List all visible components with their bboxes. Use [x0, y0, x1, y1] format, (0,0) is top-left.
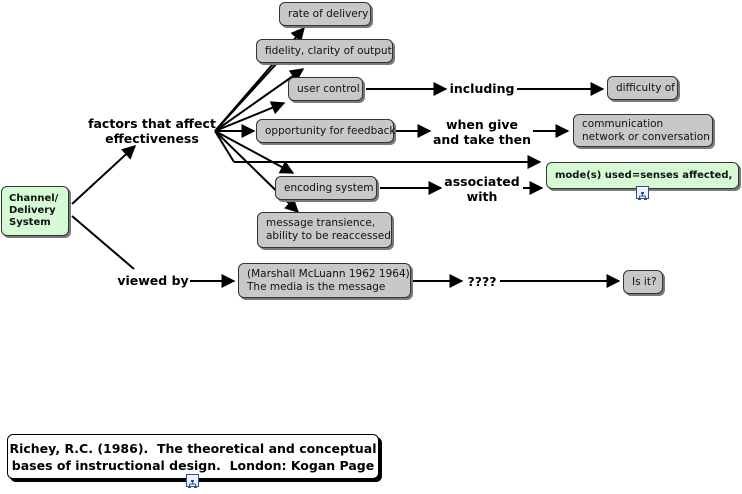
concept-encoding-system[interactable]: encoding system [275, 176, 377, 200]
link-factors-encoding [214, 130, 295, 174]
reference-citation[interactable]: Richey, R.C. (1986). The theoretical and… [7, 434, 379, 479]
concept-communication-network[interactable]: communication network or conversation [573, 114, 713, 147]
link-label-question-marks: ???? [467, 274, 497, 289]
concept-opportunity-feedback[interactable]: opportunity for feedback [256, 119, 396, 143]
link-factors-usercontrol-2 [214, 101, 286, 132]
link-channel-factors [71, 145, 137, 205]
hierarchy-icon [188, 480, 197, 488]
link-label-when-give: when give and take then [432, 117, 532, 147]
link-label-viewed-by: viewed by [117, 273, 189, 288]
concept-message-transience[interactable]: message transience, ability to be reacce… [257, 212, 392, 248]
concept-rate-of-delivery[interactable]: rate of delivery [279, 2, 371, 26]
link-factors-modes [214, 130, 235, 163]
concept-channel-delivery-system[interactable]: Channel/ Delivery System [1, 186, 69, 236]
concept-modes-used[interactable]: mode(s) used=senses affected, [546, 162, 739, 189]
concept-difficulty-of[interactable]: difficulty of [607, 76, 678, 100]
link-label-including: including [449, 81, 515, 96]
concept-user-control[interactable]: user control [288, 77, 363, 101]
concept-mcluhan-media-message[interactable]: (Marshall McLuann 1962 1964) The media i… [238, 263, 411, 298]
link-label-associated-with: associated with [444, 174, 520, 204]
concept-is-it[interactable]: Is it? [623, 270, 663, 294]
concept-fidelity-clarity[interactable]: fidelity, clarity of output [256, 39, 393, 63]
hierarchy-icon [638, 192, 647, 200]
link-label-factors-affect-effectiveness: factors that affect effectiveness [88, 116, 216, 146]
concept-map-resource-icon[interactable] [636, 186, 649, 200]
concept-map-resource-icon[interactable] [186, 474, 199, 488]
link-factors-fidelity [214, 61, 279, 132]
link-channel-viewedby [71, 215, 135, 270]
